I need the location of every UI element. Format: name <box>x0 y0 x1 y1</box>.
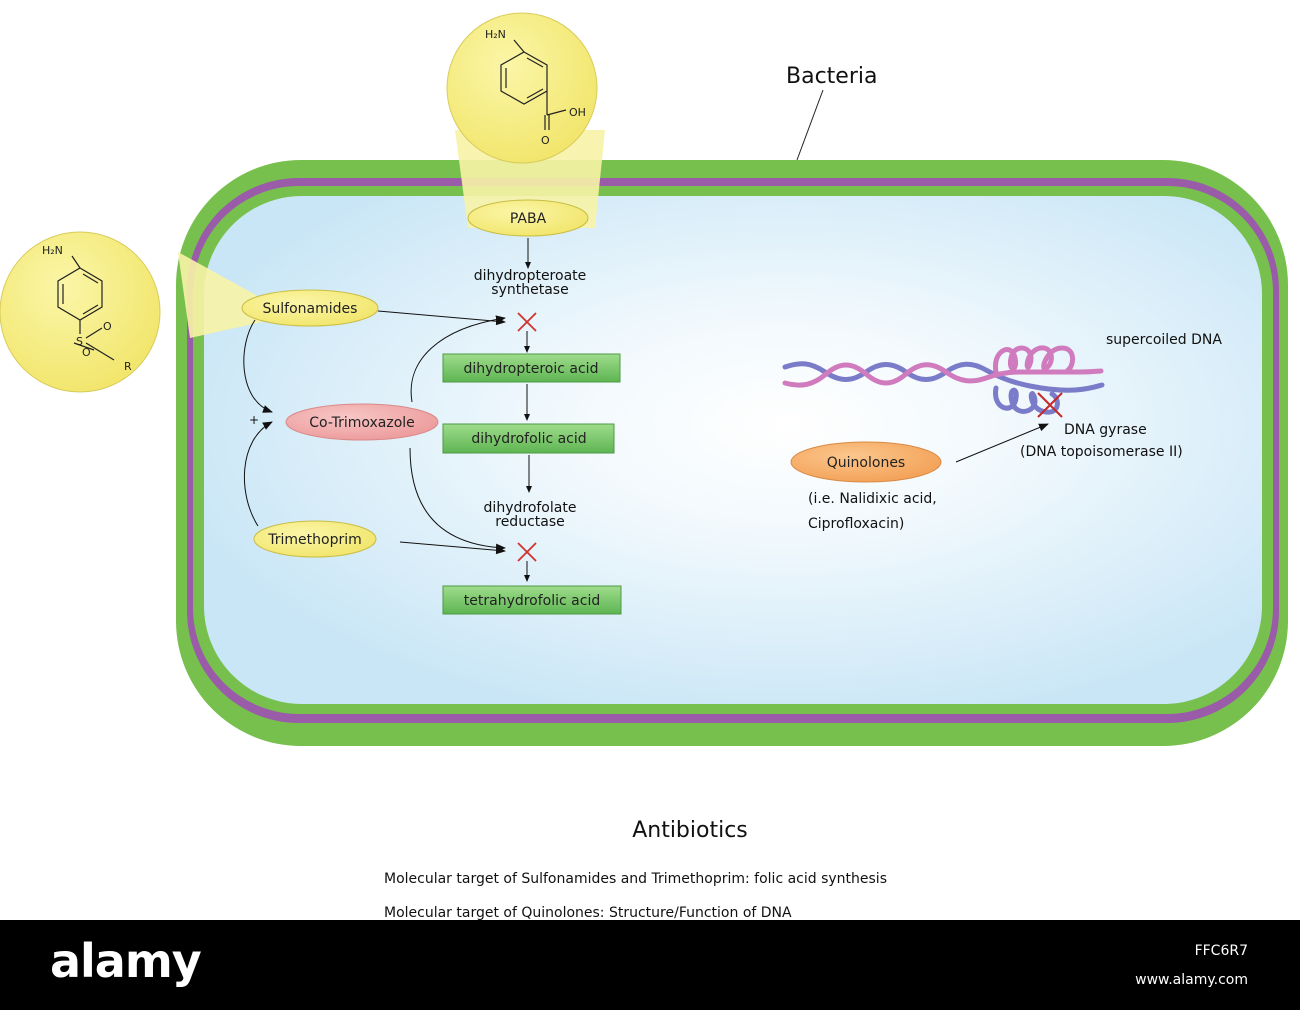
trimethoprim-ellipse[interactable] <box>253 520 377 558</box>
quinolones-to-gyrase-arrow <box>955 423 1049 463</box>
cotrimoxazole-to-synthetase-arrow <box>410 315 506 403</box>
dihydrofolate-reductase-line2: reductase <box>495 514 565 530</box>
paba-ellipse[interactable] <box>467 199 589 237</box>
cytoplasm <box>204 196 1262 704</box>
footer-title: Antibiotics <box>632 818 748 843</box>
quinolones-ellipse[interactable] <box>790 441 942 483</box>
trimethoprim-inhibition-arrow <box>399 541 506 555</box>
paba-structure-callout: H₂N OH O <box>446 12 605 228</box>
cotrimoxazole-label: Co-Trimoxazole <box>309 415 415 431</box>
dihydrofolic-acid-box[interactable] <box>442 423 615 454</box>
footer-line-2: Molecular target of Quinolones: Structur… <box>384 905 792 921</box>
footer-line-1: Molecular target of Sulfonamides and Tri… <box>384 871 887 887</box>
paba-label: PABA <box>510 211 547 227</box>
tetrahydrofolic-acid-label: tetrahydrofolic acid <box>464 593 600 609</box>
tetrahydrofolic-acid-box[interactable] <box>442 585 622 615</box>
sulfonamides-to-cotrimoxazole-arrow <box>243 319 273 413</box>
dna-strand-pink <box>782 362 1104 388</box>
dna-pink-coils <box>993 345 1075 375</box>
paba-molecule-circle <box>446 12 598 164</box>
quinolones-label: Quinolones <box>827 455 905 471</box>
cotrimoxazole-ellipse[interactable] <box>285 403 439 441</box>
sulfonamides-ellipse[interactable] <box>241 289 379 327</box>
sulfonamide-oxygen-1-label: O <box>103 320 112 333</box>
synthetase-inhibition-x-icon <box>517 312 537 332</box>
sulfonamide-molecule-structure <box>57 255 115 361</box>
paba-hydroxyl-label: OH <box>569 106 586 119</box>
bacteria-label: Bacteria <box>786 64 877 89</box>
sulfonamides-label: Sulfonamides <box>263 301 358 317</box>
quinolone-examples-line1: (i.e. Nalidixic acid, <box>808 491 937 507</box>
cotrimoxazole-to-reductase-arrow <box>409 447 506 552</box>
gyrase-inhibition-x-icon <box>1037 392 1063 418</box>
dihydrofolic-acid-label: dihydrofolic acid <box>471 431 586 447</box>
trimethoprim-label: Trimethoprim <box>267 532 362 548</box>
sulfonamide-amine-label: H₂N <box>42 244 63 257</box>
watermark-banner <box>0 920 1300 1010</box>
supercoiled-dna <box>782 345 1105 415</box>
paba-carbonyl-o-label: O <box>541 134 550 147</box>
dihydrofolate-reductase-line1: dihydrofolate <box>484 500 577 516</box>
watermark-url: www.alamy.com <box>1135 972 1248 988</box>
dihydropteroate-synthetase-line1: dihydropteroate <box>474 268 587 284</box>
dna-gyrase-label: DNA gyrase <box>1064 422 1147 438</box>
trimethoprim-to-cotrimoxazole-arrow <box>243 421 273 527</box>
dihydropteroic-acid-label: dihydropteroic acid <box>464 361 599 377</box>
watermark-logo: alamy <box>50 934 202 988</box>
dihydropteroate-synthetase-line2: synthetase <box>491 282 568 298</box>
bacteria-pointer-line <box>796 89 824 161</box>
dna-topoisomerase-label: (DNA topoisomerase II) <box>1020 444 1183 460</box>
sulfonamide-oxygen-2-label: O <box>82 346 91 359</box>
quinolone-examples-line2: Ciprofloxacin) <box>808 516 904 532</box>
dna-blue-coils <box>993 385 1060 415</box>
combination-plus-sign: + <box>249 413 259 427</box>
supercoiled-dna-label: supercoiled DNA <box>1106 332 1222 348</box>
watermark-image-id: FFC6R7 <box>1194 943 1248 959</box>
sulfonamide-molecule-circle <box>0 231 161 393</box>
reductase-inhibition-x-icon <box>517 542 537 562</box>
sulfonamides-inhibition-arrow <box>377 310 506 326</box>
paba-amine-label: H₂N <box>485 28 506 41</box>
paba-molecule-structure <box>500 39 567 130</box>
sulfonamide-r-group-label: R <box>124 360 132 373</box>
sulfonamide-zoom-beam <box>178 252 262 338</box>
sulfonamide-sulfur-label: S <box>76 335 83 348</box>
dihydropteroic-acid-box[interactable] <box>442 353 621 383</box>
sulfonamide-structure-callout: H₂N S O O R <box>0 231 262 393</box>
